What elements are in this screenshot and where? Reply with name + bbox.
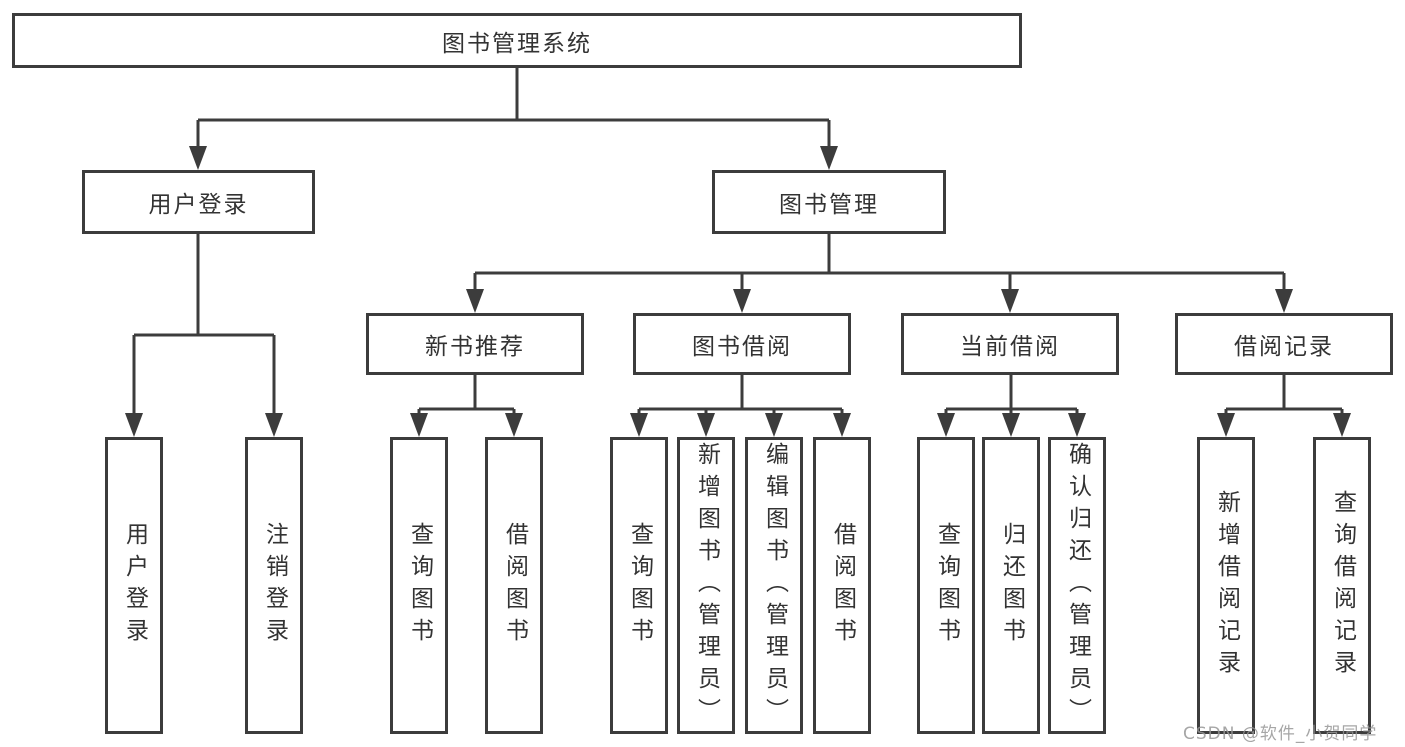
leaf-logout-login: 注销登录 <box>245 437 303 734</box>
node-label: 查询图书 <box>626 521 653 650</box>
leaf-query-book-borrow: 查询图书 <box>610 437 668 734</box>
node-user-login: 用户登录 <box>82 170 315 234</box>
leaf-return-book: 归还图书 <box>982 437 1040 734</box>
leaf-query-book-current: 查询图书 <box>917 437 975 734</box>
node-label: 用户登录 <box>121 521 148 650</box>
node-label: 借阅记录 <box>1234 334 1334 360</box>
leaf-borrow-book: 借阅图书 <box>813 437 871 734</box>
node-label: 借阅图书 <box>501 521 528 650</box>
node-current-borrow: 当前借阅 <box>901 313 1119 375</box>
node-borrow-record: 借阅记录 <box>1175 313 1393 375</box>
leaf-query-book-recommend: 查询图书 <box>390 437 448 734</box>
node-label: 查询借阅记录 <box>1329 489 1356 682</box>
node-label: 确认归还（管理员） <box>1064 441 1091 730</box>
node-book-management: 图书管理 <box>712 170 946 234</box>
node-book-borrow: 图书借阅 <box>633 313 851 375</box>
node-label: 注销登录 <box>261 521 288 650</box>
leaf-query-borrow-record: 查询借阅记录 <box>1313 437 1371 734</box>
leaf-edit-book-admin: 编辑图书（管理员） <box>745 437 803 734</box>
leaf-add-borrow-record: 新增借阅记录 <box>1197 437 1255 734</box>
node-label: 当前借阅 <box>960 334 1060 360</box>
node-label: 查询图书 <box>406 521 433 650</box>
node-label: 查询图书 <box>933 521 960 650</box>
node-label: 新增图书（管理员） <box>693 441 720 730</box>
node-label: 图书管理系统 <box>442 30 592 57</box>
node-label: 用户登录 <box>148 192 249 218</box>
leaf-confirm-return-admin: 确认归还（管理员） <box>1048 437 1106 734</box>
node-label: 新书推荐 <box>425 334 525 360</box>
node-label: 新增借阅记录 <box>1213 489 1240 682</box>
csdn-watermark: CSDN @软件_小贺同学 <box>1183 724 1378 744</box>
node-new-book-recommend: 新书推荐 <box>366 313 584 375</box>
node-label: 归还图书 <box>998 521 1025 650</box>
leaf-add-book-admin: 新增图书（管理员） <box>677 437 735 734</box>
node-label: 借阅图书 <box>829 521 856 650</box>
node-label: 图书管理 <box>779 192 879 218</box>
node-label: 编辑图书（管理员） <box>761 441 788 730</box>
node-library-management-system: 图书管理系统 <box>12 13 1022 68</box>
leaf-user-login: 用户登录 <box>105 437 163 734</box>
leaf-borrow-book-recommend: 借阅图书 <box>485 437 543 734</box>
node-label: 图书借阅 <box>692 334 792 360</box>
